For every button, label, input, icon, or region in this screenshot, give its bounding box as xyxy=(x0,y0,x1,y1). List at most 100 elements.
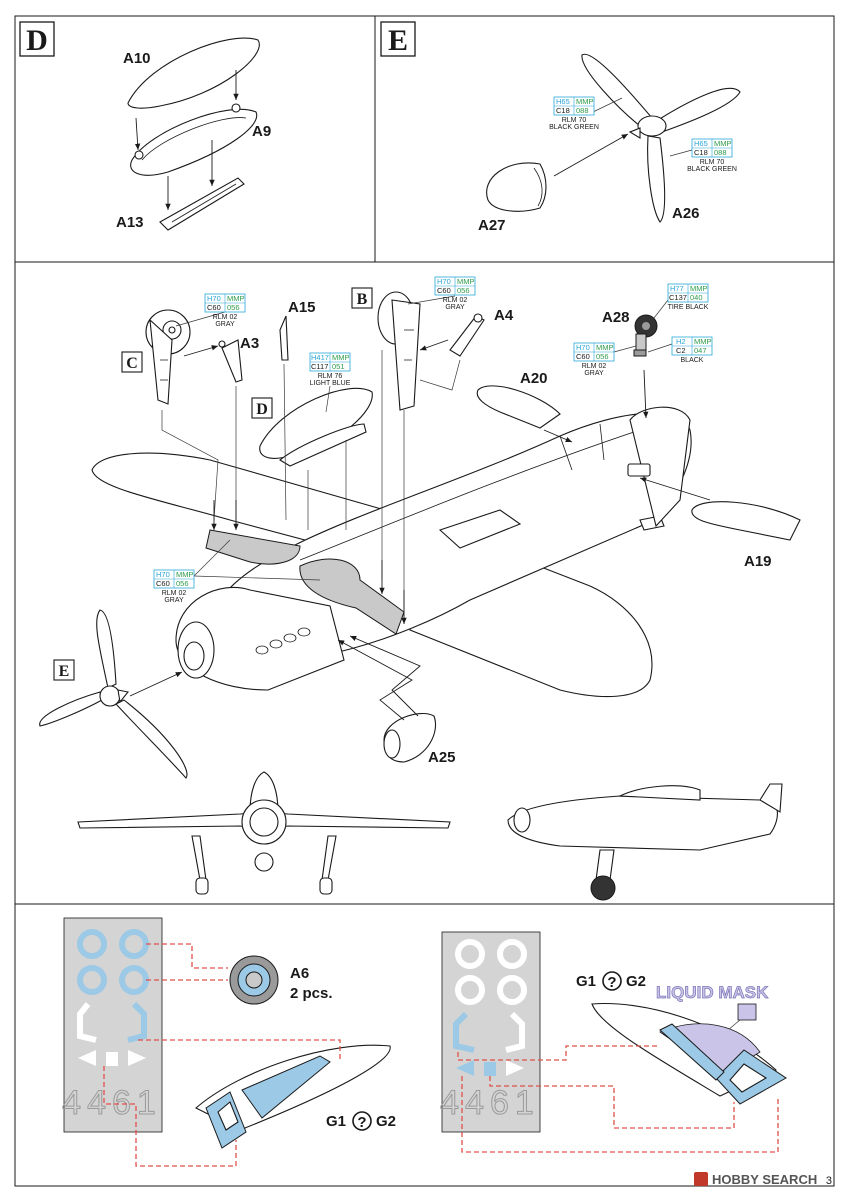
svg-text:C60: C60 xyxy=(576,352,590,361)
svg-text:RLM 70: RLM 70 xyxy=(562,117,587,124)
part-label-a3: A3 xyxy=(240,335,259,352)
liquid-mask-label: LIQUID MASK xyxy=(656,983,769,1002)
mask-panel-left: 4461 A6 2 pcs. G1 ? G2 xyxy=(62,917,396,1167)
svg-text:RLM 76: RLM 76 xyxy=(318,373,343,380)
svg-text:H70: H70 xyxy=(207,294,221,303)
part-label-a13: A13 xyxy=(116,214,144,231)
svg-text:C137: C137 xyxy=(669,293,687,302)
svg-text:088: 088 xyxy=(714,148,727,157)
color-callout-c8: H70 MMP C60 056 RLM 02 GRAY xyxy=(573,342,637,377)
canopy-mask-left-drawing xyxy=(195,1044,391,1149)
svg-text:RLM 02: RLM 02 xyxy=(582,363,607,370)
svg-text:GRAY: GRAY xyxy=(215,321,235,328)
svg-text:MMP: MMP xyxy=(694,337,712,346)
section-ref-e: E xyxy=(59,663,70,680)
part-label-a28: A28 xyxy=(602,309,630,326)
svg-text:051: 051 xyxy=(332,362,345,371)
svg-text:MMP: MMP xyxy=(176,570,194,579)
part-label-a20: A20 xyxy=(520,370,548,387)
section-box-c-ref xyxy=(121,351,143,373)
svg-text:BLACK GREEN: BLACK GREEN xyxy=(687,166,737,173)
color-callout-c9: H70 MMP C60 056 RLM 02 GRAY xyxy=(153,539,321,604)
g-label-left: G1 xyxy=(326,1113,346,1130)
part-label-a4: A4 xyxy=(494,307,514,324)
part-a10-drawing xyxy=(127,37,260,109)
section-box-e xyxy=(380,21,416,57)
color-callout-c6: H77 MMP C137 040 TIRE BLACK xyxy=(653,283,709,319)
color-callout-c4: H70 MMP C60 056 RLM 02 GRAY xyxy=(407,276,476,311)
section-label-d: D xyxy=(26,24,48,57)
part-a3-drawing xyxy=(221,339,243,383)
svg-text:LIGHT BLUE: LIGHT BLUE xyxy=(310,380,351,387)
part-a9-drawing xyxy=(130,108,258,176)
gear-bay-left xyxy=(205,529,301,565)
section-label-e: E xyxy=(388,24,408,57)
svg-text:C117: C117 xyxy=(311,362,328,371)
svg-text:MMP: MMP xyxy=(576,97,594,106)
side-view-drawing xyxy=(507,783,783,901)
svg-text:H70: H70 xyxy=(437,277,451,286)
section-box-b-ref xyxy=(351,287,373,309)
part-label-a19: A19 xyxy=(744,553,772,570)
svg-text:RLM 70: RLM 70 xyxy=(700,159,725,166)
svg-text:GRAY: GRAY xyxy=(164,597,184,604)
svg-text:C60: C60 xyxy=(156,579,170,588)
svg-text:MMP: MMP xyxy=(690,284,708,293)
svg-text:056: 056 xyxy=(457,286,470,295)
part-label-a6: A6 xyxy=(290,965,309,982)
part-a28-drawing xyxy=(633,314,658,357)
svg-text:C18: C18 xyxy=(556,106,570,115)
mask-panel-right: 4461 G1 ? G2 LIQUID MASK xyxy=(440,931,787,1153)
svg-text:MMP: MMP xyxy=(596,343,614,352)
g-label-right: G2 xyxy=(376,1113,396,1130)
canopy-d-drawing xyxy=(259,387,373,459)
svg-text:056: 056 xyxy=(227,303,240,312)
svg-text:RLM 02: RLM 02 xyxy=(213,314,238,321)
svg-text:C60: C60 xyxy=(207,303,221,312)
mask-numbers-right: 4461 xyxy=(440,1084,540,1122)
svg-text:?: ? xyxy=(607,974,616,991)
panel-borders xyxy=(14,15,835,1187)
part-a20-drawing xyxy=(476,385,561,429)
section-ref-d: D xyxy=(256,401,268,418)
part-a19-drawing xyxy=(691,501,801,541)
color-callout-c7: H2 MMP C2 047 BLACK xyxy=(647,336,713,364)
svg-text:BLACK GREEN: BLACK GREEN xyxy=(549,124,599,131)
part-label-a9: A9 xyxy=(252,123,271,140)
a6-quantity: 2 pcs. xyxy=(290,985,333,1002)
g-label-left-2: G1 xyxy=(576,973,596,990)
svg-text:MMP: MMP xyxy=(227,294,245,303)
panel-d: D A10 A9 A13 xyxy=(19,21,271,231)
footer: HOBBY SEARCH 3 xyxy=(694,1172,832,1187)
landing-gear-b-drawing xyxy=(377,291,421,411)
main-assembly: E A25 A20 A19 A28 xyxy=(39,276,801,779)
watermark-logo xyxy=(694,1172,708,1186)
svg-text:TIRE BLACK: TIRE BLACK xyxy=(668,304,709,311)
panel-e: E A26 A27 H65 MMP C18 088 RLM 70 BLACK G… xyxy=(380,21,741,234)
question-icon-2 xyxy=(602,971,622,991)
svg-text:MMP: MMP xyxy=(332,353,350,362)
gear-bay-right xyxy=(299,558,405,635)
section-box-e-ref xyxy=(53,659,75,681)
svg-text:047: 047 xyxy=(694,346,707,355)
part-label-a15: A15 xyxy=(288,299,316,316)
svg-text:RLM 02: RLM 02 xyxy=(443,297,468,304)
svg-text:H65: H65 xyxy=(556,97,570,106)
color-callout-c3: H70 MMP C60 056 RLM 02 GRAY xyxy=(175,293,246,328)
svg-text:C60: C60 xyxy=(437,286,451,295)
svg-text:?: ? xyxy=(357,1114,366,1131)
color-callout-c2: H65 MMP C18 088 RLM 70 BLACK GREEN xyxy=(669,138,737,173)
svg-text:056: 056 xyxy=(596,352,609,361)
question-icon xyxy=(352,1111,372,1131)
part-label-a10: A10 xyxy=(123,50,151,67)
tailplane-drawing xyxy=(438,509,522,549)
part-a27-drawing xyxy=(486,162,547,212)
svg-text:H70: H70 xyxy=(576,343,590,352)
liquid-mask-swatch xyxy=(737,1003,757,1021)
svg-text:H77: H77 xyxy=(670,284,684,293)
watermark-text: HOBBY SEARCH xyxy=(712,1172,817,1187)
front-view-drawing xyxy=(77,771,451,895)
svg-text:GRAY: GRAY xyxy=(445,304,465,311)
part-label-a27: A27 xyxy=(478,217,506,234)
